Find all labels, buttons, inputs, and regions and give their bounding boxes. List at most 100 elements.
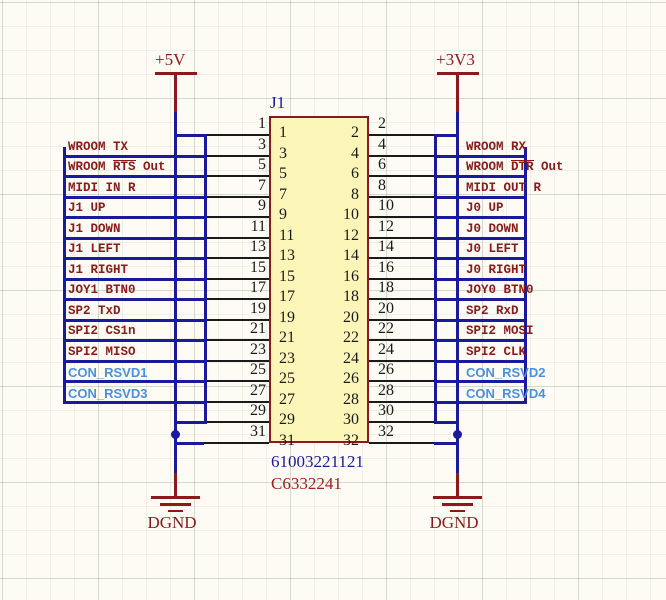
- wire-number-left: 9: [258, 197, 266, 214]
- gnd-stem-left: [174, 473, 177, 498]
- pin-number-left: 3: [279, 145, 287, 162]
- gnd-label-right: DGND: [429, 513, 479, 532]
- net-wire-right: [434, 196, 526, 199]
- net-wire-left: [63, 216, 204, 219]
- wire-number-right: 30: [378, 402, 394, 419]
- wire-number-right: 18: [378, 279, 394, 296]
- pin-stub-right: [369, 319, 434, 321]
- wire-number-right: 24: [378, 341, 394, 358]
- net-wire-right: [434, 216, 526, 219]
- pin-stub-right: [369, 278, 434, 280]
- net-label-left: MIDI IN R: [68, 181, 136, 195]
- bus-left-power-bottom: [174, 421, 207, 424]
- net-wire-left: [63, 319, 204, 322]
- wire-number-left: 5: [258, 156, 266, 173]
- gnd-wire-left: [174, 435, 177, 481]
- net-label-right: SPI2 CLK: [466, 345, 527, 359]
- pin-stub-right: [369, 134, 434, 136]
- wire-number-right: 26: [378, 361, 394, 378]
- gnd-stem-right: [456, 473, 459, 498]
- net-label-right: WROOM DTR Out: [466, 160, 564, 174]
- gnd-tap-left: [174, 442, 204, 445]
- pin-number-right: 18: [343, 288, 359, 305]
- pin-stub-left: [204, 134, 269, 136]
- pin-stub-left: [204, 257, 269, 259]
- net-wire-left: [63, 257, 204, 260]
- wire-number-right: 32: [378, 423, 394, 440]
- gnd-bar2-left: [160, 503, 191, 506]
- pin-number-right: 26: [343, 370, 359, 387]
- pin-number-left: 1: [279, 124, 287, 141]
- bus-right-power-bottom: [434, 421, 459, 424]
- net-label-right: J0 DOWN: [466, 222, 519, 236]
- net-label-left: CON_RSVD1: [68, 365, 148, 380]
- pin-number-left: 27: [279, 391, 295, 408]
- pin-stub-right: [369, 339, 434, 341]
- wire-number-left: 17: [250, 279, 266, 296]
- bus-left-power-vertical: [204, 134, 207, 424]
- net-label-right: J0 LEFT: [466, 242, 519, 256]
- pin-number-right: 30: [343, 411, 359, 428]
- net-label-left: J1 DOWN: [68, 222, 121, 236]
- net-label-left: WROOM TX: [68, 140, 129, 154]
- net-wire-right: [434, 175, 526, 178]
- net-wire-right: [434, 360, 526, 363]
- pin-number-right: 20: [343, 309, 359, 326]
- net-wire-left: [63, 298, 204, 301]
- pin-number-right: 2: [351, 124, 359, 141]
- pin-stub-right: [369, 421, 434, 423]
- net-label-right: SP2 RxD: [466, 304, 519, 318]
- pin-number-right: 22: [343, 329, 359, 346]
- wire-number-left: 27: [250, 382, 266, 399]
- pin-stub-left: [204, 155, 269, 157]
- wire-number-right: 8: [378, 177, 386, 194]
- junction-left-gnd: [171, 430, 180, 439]
- pin-stub-right: [369, 360, 434, 362]
- net-label-right: CON_RSVD4: [466, 386, 546, 401]
- pin-number-right: 8: [351, 186, 359, 203]
- gnd-bar3-right: [450, 510, 465, 512]
- pin-stub-right: [369, 175, 434, 177]
- wire-number-left: 3: [258, 136, 266, 153]
- pin-number-right: 32: [343, 432, 359, 449]
- wire-number-right: 10: [378, 197, 394, 214]
- net-label-left: SPI2 MISO: [68, 345, 136, 359]
- pin-number-right: 16: [343, 268, 359, 285]
- pin-number-left: 29: [279, 411, 295, 428]
- net-wire-left: [63, 278, 204, 281]
- power-label-plus3v3: +3V3: [436, 50, 475, 69]
- connector-body[interactable]: [269, 116, 369, 443]
- net-wire-right: [434, 298, 526, 301]
- net-label-right: J0 RIGHT: [466, 263, 527, 277]
- net-wire-right: [434, 237, 526, 240]
- net-label-left: J1 RIGHT: [68, 263, 129, 277]
- pin-number-left: 13: [279, 247, 295, 264]
- wire-number-right: 22: [378, 320, 394, 337]
- net-wire-right: [434, 319, 526, 322]
- rail-wire-plus5v: [174, 112, 177, 435]
- net-wire-left: [63, 237, 204, 240]
- pin-stub-right: [369, 257, 434, 259]
- bus-left-power-top: [174, 134, 207, 137]
- net-label-left: SP2 TxD: [68, 304, 121, 318]
- pin-stub-left: [204, 442, 269, 444]
- wire-number-left: 29: [250, 402, 266, 419]
- pin-number-right: 24: [343, 350, 359, 367]
- pin-stub-right: [369, 196, 434, 198]
- pin-stub-left: [204, 421, 269, 423]
- net-wire-left: [63, 380, 204, 383]
- wire-number-left: 31: [250, 423, 266, 440]
- net-wire-left: [63, 175, 204, 178]
- pin-number-left: 7: [279, 186, 287, 203]
- net-wire-right: [434, 257, 526, 260]
- net-wire-right: [434, 339, 526, 342]
- wire-number-left: 7: [258, 177, 266, 194]
- pin-stub-left: [204, 196, 269, 198]
- net-label-right: MIDI OUT R: [466, 181, 542, 195]
- rail-wire-plus3v3: [456, 112, 459, 435]
- wire-number-right: 16: [378, 259, 394, 276]
- wire-number-right: 14: [378, 238, 394, 255]
- net-label-right: J0 UP: [466, 201, 504, 215]
- pin-stub-left: [204, 237, 269, 239]
